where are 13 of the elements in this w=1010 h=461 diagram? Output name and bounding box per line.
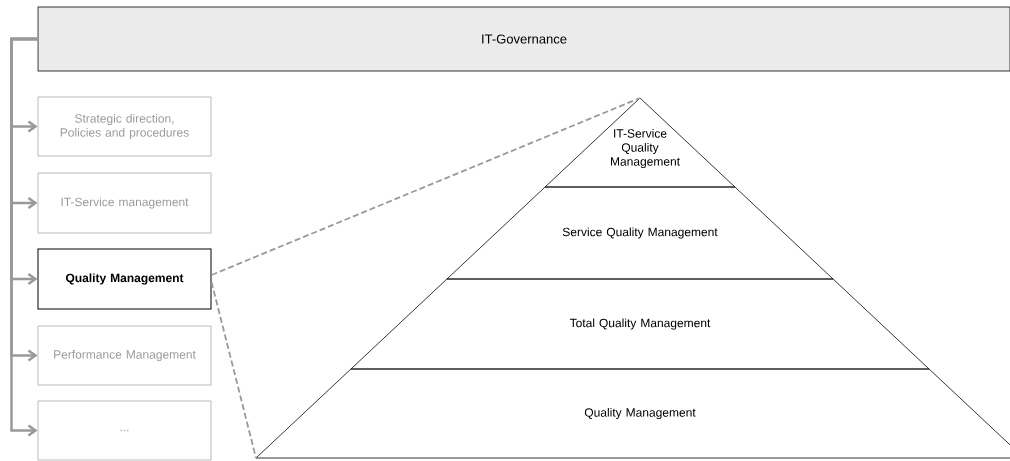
pyramid-layer: Quality Management xyxy=(255,368,1010,459)
zoom-line xyxy=(210,97,641,276)
pyramid-layer: Total Quality Management xyxy=(350,278,930,370)
zoom-line xyxy=(210,281,257,459)
process-box: Performance Management xyxy=(37,325,212,386)
process-box: IT-Service management xyxy=(37,172,212,234)
header-box: IT-Governance xyxy=(37,6,1010,72)
arrow xyxy=(10,37,38,437)
process-box: ... xyxy=(37,400,212,461)
pyramid-layer: Service Quality Management xyxy=(446,186,834,280)
pyramid-layer: IT-Service Quality Management xyxy=(544,97,736,188)
process-box: Strategic direction, Policies and procedures xyxy=(37,96,212,157)
process-box: Quality Management xyxy=(37,248,212,310)
